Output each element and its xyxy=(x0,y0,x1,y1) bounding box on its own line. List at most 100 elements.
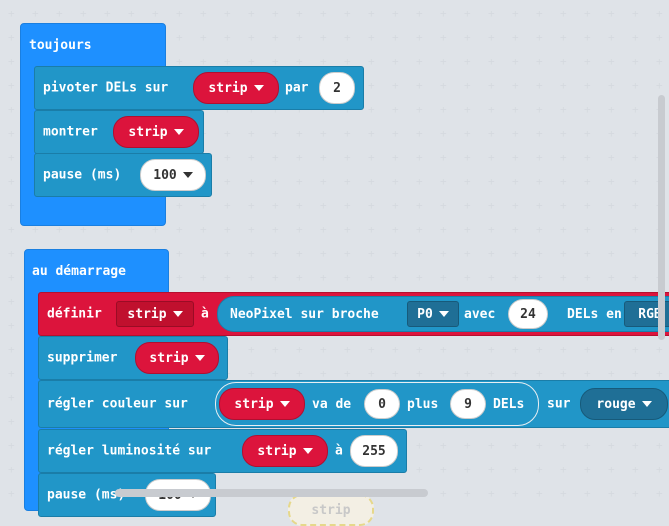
grid-mark: + xyxy=(488,343,495,356)
rotate-amount-input[interactable]: 2 xyxy=(319,72,355,104)
grid-mark: + xyxy=(560,271,567,284)
mode-value: RGB xyxy=(638,306,662,322)
grid-mark: + xyxy=(560,103,567,116)
rotate-leds-block[interactable]: pivoter DELs sur strip par 2 xyxy=(34,66,364,110)
grid-mark: + xyxy=(512,175,519,188)
grid-mark: + xyxy=(344,55,351,68)
grid-mark: + xyxy=(80,223,87,236)
from-input[interactable]: 0 xyxy=(364,389,400,419)
grid-mark: + xyxy=(368,343,375,356)
plus-input[interactable]: 9 xyxy=(450,389,486,419)
grid-mark: + xyxy=(224,31,231,44)
grid-mark: + xyxy=(632,247,639,260)
mode-dropdown[interactable]: RGB xyxy=(624,301,669,327)
grid-mark: + xyxy=(488,151,495,164)
grid-mark: + xyxy=(512,103,519,116)
grid-mark: + xyxy=(224,151,231,164)
vertical-scrollbar[interactable] xyxy=(658,95,665,340)
grid-mark: + xyxy=(248,223,255,236)
grid-mark: + xyxy=(224,247,231,260)
grid-mark: + xyxy=(440,247,447,260)
grid-mark: + xyxy=(632,175,639,188)
strip-dropdown[interactable]: strip xyxy=(242,435,328,467)
strip-dropdown[interactable]: strip xyxy=(219,388,305,420)
grid-mark: + xyxy=(536,103,543,116)
strip-dropdown[interactable]: strip xyxy=(193,72,279,104)
horizontal-scrollbar[interactable] xyxy=(115,489,428,497)
led-count-input[interactable]: 24 xyxy=(508,299,548,329)
grid-mark: + xyxy=(152,223,159,236)
grid-mark: + xyxy=(464,175,471,188)
grid-mark: + xyxy=(248,271,255,284)
to-label: à xyxy=(335,443,343,459)
grid-mark: + xyxy=(512,463,519,476)
grid-mark: + xyxy=(368,223,375,236)
neopixel-create-block[interactable]: NeoPixel sur broche P0 avec 24 DELs en R… xyxy=(217,296,669,332)
neopixel-label: NeoPixel sur broche xyxy=(230,306,379,322)
strip-dropdown[interactable]: strip xyxy=(113,116,199,148)
range-block[interactable]: strip va de 0 plus 9 DELs xyxy=(215,382,539,426)
grid-mark: + xyxy=(368,55,375,68)
grid-mark: + xyxy=(344,127,351,140)
grid-mark: + xyxy=(584,199,591,212)
with-label: avec xyxy=(464,306,496,322)
color-dropdown[interactable]: rouge xyxy=(580,388,668,420)
grid-mark: + xyxy=(512,439,519,452)
clear-block[interactable]: supprimer strip xyxy=(38,336,228,380)
grid-mark: + xyxy=(512,7,519,20)
set-color-block[interactable]: régler couleur sur strip va de 0 plus 9 … xyxy=(38,380,669,428)
grid-mark: + xyxy=(536,55,543,68)
grid-mark: + xyxy=(536,7,543,20)
brightness-label: régler luminosité sur xyxy=(47,443,212,459)
grid-mark: + xyxy=(200,55,207,68)
grid-mark: + xyxy=(632,199,639,212)
grid-mark: + xyxy=(248,151,255,164)
grid-mark: + xyxy=(176,271,183,284)
grid-mark: + xyxy=(560,127,567,140)
grid-mark: + xyxy=(344,151,351,164)
brightness-block[interactable]: régler luminosité sur strip à 255 xyxy=(38,429,407,473)
clear-label: supprimer xyxy=(47,350,118,366)
grid-mark: + xyxy=(272,7,279,20)
grid-mark: + xyxy=(440,127,447,140)
grid-mark: + xyxy=(560,463,567,476)
strip-value: strip xyxy=(208,80,248,96)
define-strip-block[interactable]: définir strip à NeoPixel sur broche P0 a… xyxy=(38,292,669,336)
grid-mark: + xyxy=(584,151,591,164)
grid-mark: + xyxy=(560,487,567,500)
grid-mark: + xyxy=(584,103,591,116)
grid-mark: + xyxy=(440,199,447,212)
grid-mark: + xyxy=(632,151,639,164)
grid-mark: + xyxy=(344,7,351,20)
grid-mark: + xyxy=(632,367,639,380)
grid-mark: + xyxy=(512,127,519,140)
grid-mark: + xyxy=(272,151,279,164)
grid-mark: + xyxy=(584,31,591,44)
grid-mark: + xyxy=(488,79,495,92)
chevron-down-icon xyxy=(641,401,652,407)
grid-mark: + xyxy=(488,439,495,452)
grid-mark: + xyxy=(560,439,567,452)
pin-dropdown[interactable]: P0 xyxy=(407,301,459,327)
grid-mark: + xyxy=(584,175,591,188)
grid-mark: + xyxy=(296,127,303,140)
grid-mark: + xyxy=(416,271,423,284)
grid-mark: + xyxy=(272,223,279,236)
variable-dropdown[interactable]: strip xyxy=(116,301,194,327)
grid-mark: + xyxy=(632,271,639,284)
strip-dropdown[interactable]: strip xyxy=(135,342,219,374)
grid-mark: + xyxy=(488,199,495,212)
grid-mark: + xyxy=(584,247,591,260)
show-label: montrer xyxy=(43,124,98,140)
brightness-input[interactable]: 255 xyxy=(350,435,398,467)
grid-mark: + xyxy=(560,151,567,164)
grid-mark: + xyxy=(608,175,615,188)
grid-mark: + xyxy=(464,487,471,500)
grid-mark: + xyxy=(632,127,639,140)
pause-dropdown[interactable]: 100 xyxy=(140,159,206,191)
show-block[interactable]: montrer strip xyxy=(34,110,204,154)
grid-mark: + xyxy=(200,7,207,20)
grid-mark: + xyxy=(272,127,279,140)
grid-mark: + xyxy=(632,439,639,452)
pause-block[interactable]: pause (ms) 100 xyxy=(34,153,212,197)
